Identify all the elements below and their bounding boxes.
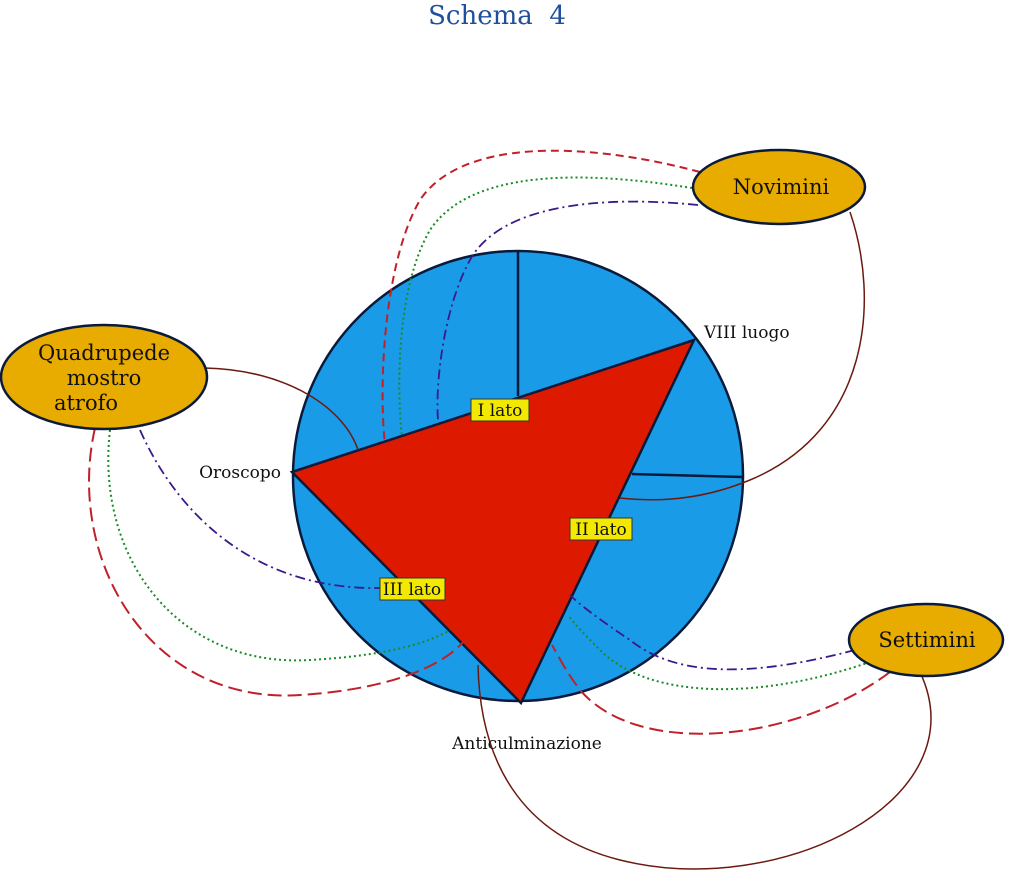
link-dashdot-novimini (436, 200, 699, 421)
link-solid-settimini (477, 664, 932, 870)
label-anticulminazione: Anticulminazione (451, 734, 602, 754)
link-dashed-novimini (381, 149, 701, 446)
radial-line-right (631, 472, 744, 479)
label-ii-lato: II lato (569, 517, 633, 541)
label-iii-lato: III lato (379, 577, 446, 601)
node-quadrupede-line-1: Quadrupede (38, 341, 170, 365)
label-ii-lato-text: II lato (575, 520, 626, 540)
node-quadrupede-line-2: mostro (67, 366, 141, 390)
link-dashed-quadrupede (88, 427, 466, 697)
node-novimini-label: Novimini (733, 175, 830, 199)
link-dashed-settimini (551, 644, 891, 735)
label-i-lato: I lato (470, 398, 530, 422)
node-quadrupede: Quadrupede mostro atrofo (0, 323, 209, 431)
link-dotted-quadrupede (107, 429, 451, 662)
link-solid-novimini (619, 211, 865, 501)
links-quadrupede (88, 367, 466, 697)
label-oroscopo: Oroscopo (199, 463, 281, 483)
node-settimini-label: Settimini (878, 628, 976, 652)
node-quadrupede-line-3: atrofo (54, 391, 118, 415)
node-settimini: Settimini (847, 602, 1005, 678)
diagram-title: Schema 4 (428, 1, 566, 31)
link-dotted-novimini (398, 176, 693, 439)
link-dotted-settimini (567, 614, 871, 691)
link-solid-quadrupede (204, 367, 359, 451)
links-settimini (477, 594, 932, 870)
label-iii-lato-text: III lato (383, 580, 441, 600)
label-i-lato-text: I lato (478, 401, 523, 421)
link-dashdot-settimini (569, 594, 856, 671)
label-viii-luogo: VIII luogo (703, 323, 790, 343)
link-dashdot-quadrupede (139, 429, 381, 589)
links-novimini (381, 149, 865, 501)
node-novimini: Novimini (691, 148, 867, 226)
